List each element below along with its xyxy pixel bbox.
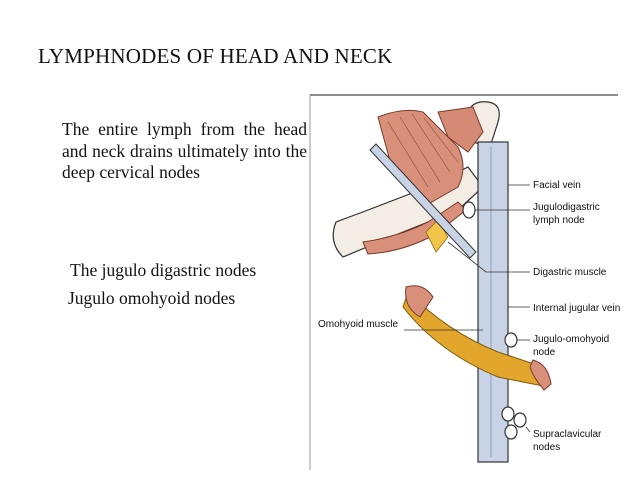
label-supraclavicular-2: nodes <box>533 442 560 453</box>
supraclavicular-node-2 <box>513 412 527 428</box>
neck-anatomy-figure: Facial vein Jugulodigastric lymph node D… <box>309 94 620 470</box>
label-jugulodigastric-1: Jugulodigastric <box>533 202 600 213</box>
slide-title: LYMPHNODES OF HEAD AND NECK <box>38 44 393 68</box>
label-juguloomohyoid-1: Jugulo-omohyoid <box>533 334 609 345</box>
muscle-fibers <box>387 113 459 188</box>
label-digastric-muscle: Digastric muscle <box>533 267 607 278</box>
muscle-upper-strap <box>437 106 484 153</box>
omohyoid-end <box>529 359 552 391</box>
leader-lines <box>404 184 531 433</box>
body-paragraph: The entire lymph from the head and neck … <box>62 119 307 182</box>
omohyoid-belly <box>405 285 434 318</box>
label-supraclavicular-1: Supraclavicular <box>533 429 602 440</box>
label-juguloomohyoid-2: node <box>533 347 556 358</box>
bullet-juguloomohyoid: Jugulo omohyoid nodes <box>68 288 236 308</box>
bullet-jugulodigastric: The jugulo digastric nodes <box>70 260 257 280</box>
internal-jugular-vein <box>477 141 509 463</box>
supraclavicular-node-1 <box>501 406 515 422</box>
supraclavicular-node-3 <box>504 424 518 440</box>
label-jugulodigastric-2: lymph node <box>533 215 585 226</box>
jugulodigastric-node <box>462 201 476 219</box>
juguloomohyoid-node <box>504 332 518 348</box>
muscle-sternomastoid <box>377 109 464 208</box>
label-omohyoid-muscle: Omohyoid muscle <box>318 319 398 330</box>
label-internal-jugular-vein: Internal jugular vein <box>533 303 620 314</box>
facial-vein <box>369 143 477 259</box>
label-facial-vein: Facial vein <box>533 180 581 191</box>
